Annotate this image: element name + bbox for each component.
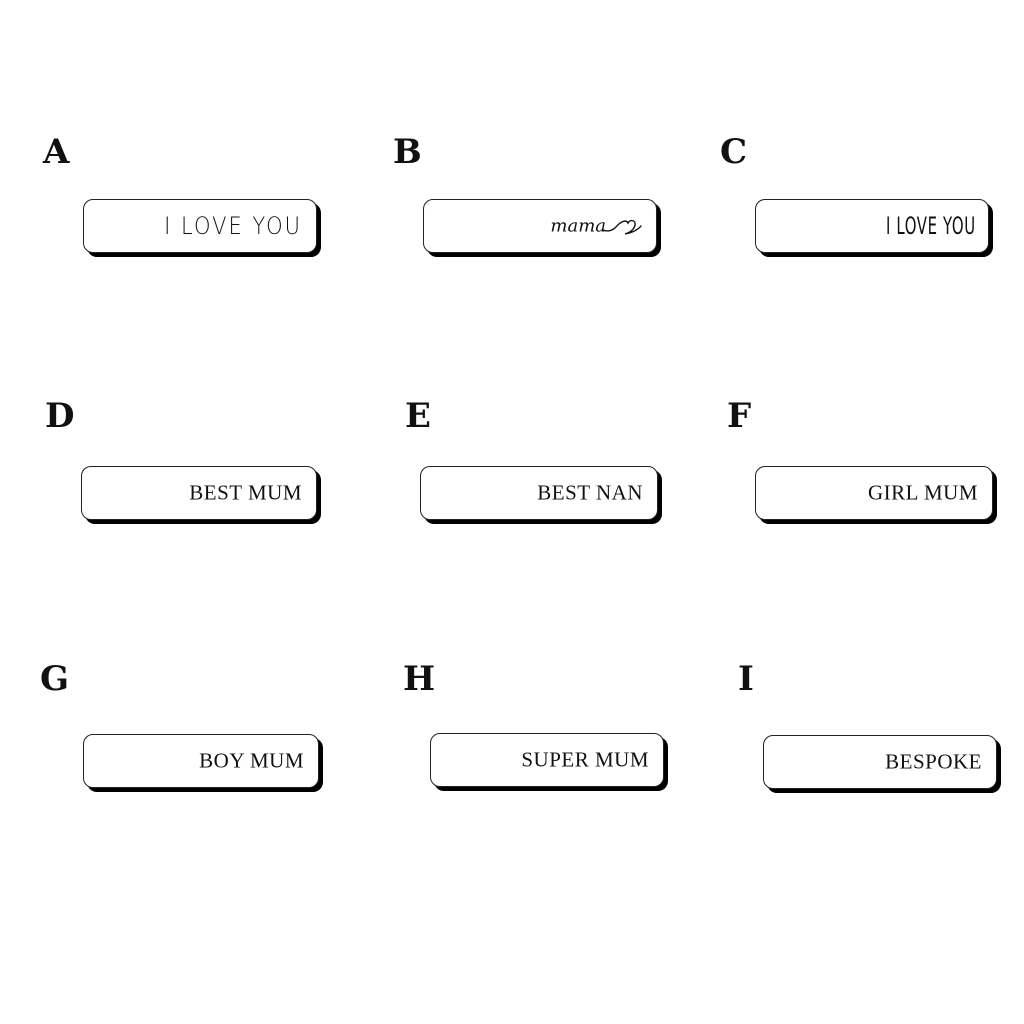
option-letter: H (403, 659, 436, 699)
option-b[interactable]: B mama (393, 135, 673, 275)
option-d[interactable]: D BEST MUM (45, 399, 325, 539)
option-a[interactable]: A I LOVE YOU (43, 135, 323, 275)
option-letter: C (720, 132, 748, 172)
option-i[interactable]: I BESPOKE (738, 662, 1018, 802)
engraving-text: BESPOKE (885, 749, 982, 774)
engraved-bar-preview[interactable]: BEST NAN (420, 466, 658, 520)
engraving-text: BOY MUM (199, 748, 304, 773)
engraving-text: mama (550, 215, 606, 237)
option-letter: G (40, 659, 70, 699)
engraved-bar-preview[interactable]: SUPER MUM (430, 733, 664, 787)
engraved-bar-preview[interactable]: mama (423, 199, 657, 253)
option-letter: A (43, 132, 70, 172)
option-e[interactable]: E BEST NAN (405, 399, 685, 539)
engraved-bar-preview[interactable]: I LOVE YOU (83, 199, 317, 253)
engraving-text: GIRL MUM (868, 480, 978, 505)
option-letter: B (393, 132, 422, 172)
engraving-text: I LOVE YOU (886, 212, 976, 240)
engraving-text: SUPER MUM (521, 747, 649, 772)
option-letter: D (45, 396, 75, 436)
heart-icon (602, 219, 642, 235)
option-c[interactable]: C I LOVE YOU (720, 135, 1000, 275)
engraved-bar-preview[interactable]: BESPOKE (763, 735, 997, 789)
option-letter: E (405, 396, 431, 436)
engraved-bar-preview[interactable]: I LOVE YOU (755, 199, 989, 253)
option-f[interactable]: F GIRL MUM (727, 399, 1007, 539)
option-h[interactable]: H SUPER MUM (403, 662, 683, 802)
engraving-text: I LOVE YOU (164, 212, 302, 240)
option-g[interactable]: G BOY MUM (40, 662, 320, 802)
option-letter: F (727, 396, 752, 436)
engraved-bar-preview[interactable]: GIRL MUM (755, 466, 993, 520)
engraving-text: BEST MUM (189, 480, 302, 505)
engraving-text: BEST NAN (537, 480, 643, 505)
engraved-bar-preview[interactable]: BEST MUM (81, 466, 317, 520)
engraved-bar-preview[interactable]: BOY MUM (83, 734, 319, 788)
option-letter: I (738, 659, 754, 699)
